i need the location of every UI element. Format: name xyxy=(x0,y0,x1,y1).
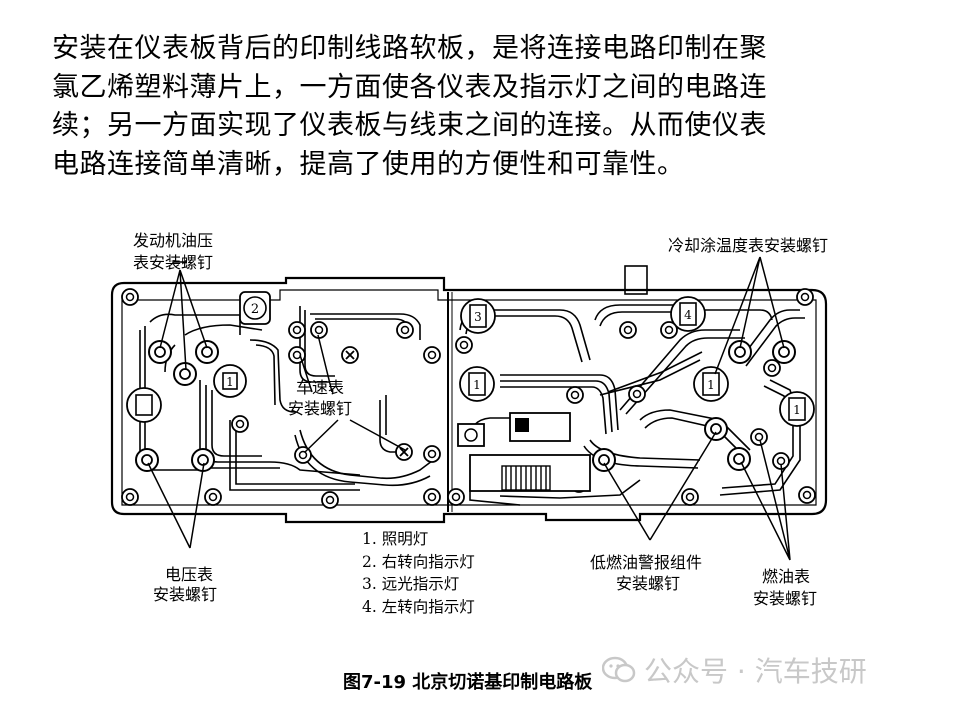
paragraph-line: 续；另一方面实现了仪表板与线束之间的连接。从而使仪表 xyxy=(52,110,767,141)
paragraph-line: 氯乙烯塑料薄片上，一方面使各仪表及指示灯之间的电路连 xyxy=(52,71,767,103)
bulb-socket: 3 xyxy=(460,298,496,334)
bulb-socket: 1 xyxy=(693,366,729,402)
label-voltmeter-line2: 安装螺钉 xyxy=(153,585,217,604)
svg-text:1: 1 xyxy=(707,378,715,392)
label-fuel-gauge-line1: 燃油表 xyxy=(762,567,810,586)
legend-item: 1. 照明灯 xyxy=(362,530,429,548)
bulb-socket: 1 xyxy=(779,391,815,427)
label-low-fuel-line2: 安装螺钉 xyxy=(616,574,680,593)
intro-paragraph: 安装在仪表板背后的印制线路软板，是将连接电路印制在聚 氯乙烯塑料薄片上，一方面使… xyxy=(52,30,912,184)
figure-caption: 图7-19 北京切诺基印制电路板 xyxy=(343,672,593,693)
paragraph-line: 安装在仪表板背后的印制线路软板，是将连接电路印制在聚 xyxy=(52,33,767,64)
bulb-legend: 1. 照明灯 2. 右转向指示灯 3. 远光指示灯 4. 左转向指示灯 xyxy=(362,528,475,618)
svg-text:3: 3 xyxy=(474,310,482,324)
label-speedometer-line1: 车速表 xyxy=(296,378,344,397)
wechat-icon xyxy=(602,656,636,683)
watermark: 公众号 · 汽车技研 xyxy=(602,650,867,690)
label-voltmeter-line1: 电压表 xyxy=(165,565,213,584)
bulb-socket: 2 xyxy=(239,291,271,325)
svg-text:1: 1 xyxy=(226,375,234,389)
label-oil-pressure-line2: 表安装螺钉 xyxy=(133,253,213,272)
wiring-connector xyxy=(457,412,591,492)
legend-item: 3. 远光指示灯 xyxy=(362,575,460,593)
svg-text:4: 4 xyxy=(684,308,692,322)
svg-text:1: 1 xyxy=(473,378,481,392)
label-coolant-temp: 冷却涂温度表安装螺钉 xyxy=(668,236,828,255)
bulb-socket: 1 xyxy=(213,364,247,398)
paragraph-line: 电路连接简单清晰，提高了使用的方便性和可靠性。 xyxy=(52,148,685,180)
bulb-socket: 4 xyxy=(670,296,706,332)
board-outline xyxy=(110,265,828,524)
label-fuel-gauge-line2: 安装螺钉 xyxy=(753,589,817,608)
svg-text:1: 1 xyxy=(793,403,801,417)
legend-item: 2. 右转向指示灯 xyxy=(362,552,475,571)
bulb-socket xyxy=(126,387,162,423)
watermark-text: 公众号 · 汽车技研 xyxy=(644,655,867,688)
svg-text:2: 2 xyxy=(251,302,259,317)
label-oil-pressure-line1: 发动机油压 xyxy=(133,231,213,250)
legend-item: 4. 左转向指示灯 xyxy=(362,597,475,616)
label-speedometer-line2: 安装螺钉 xyxy=(288,399,352,418)
label-low-fuel-line1: 低燃油警报组件 xyxy=(590,553,702,572)
bulb-socket: 1 xyxy=(459,366,495,402)
callout-lines xyxy=(147,256,791,561)
